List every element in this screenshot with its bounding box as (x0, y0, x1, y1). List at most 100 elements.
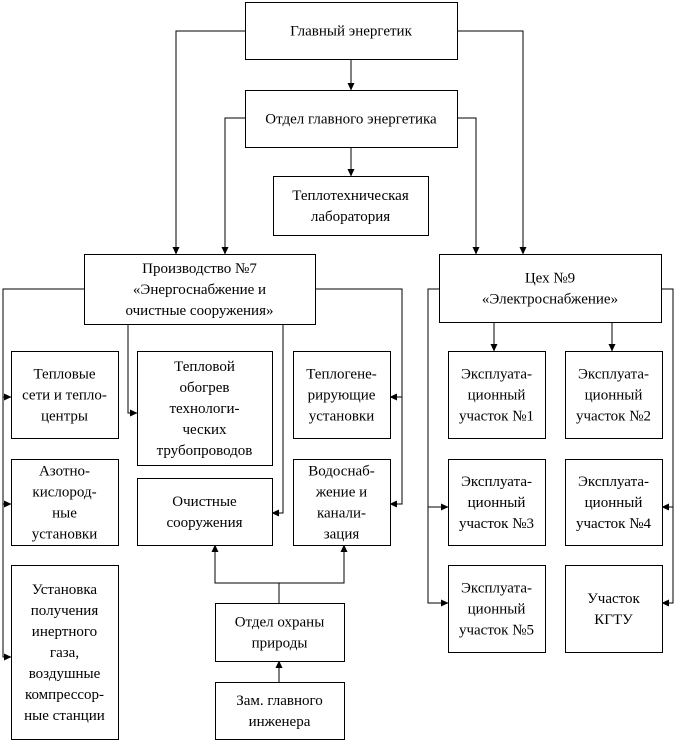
node-label-line: КГТУ (594, 612, 633, 628)
node-label-line: участок №4 (576, 516, 652, 532)
node-label-line: рирующие (308, 388, 376, 404)
node-label-line: «Электроснабжение» (482, 292, 618, 308)
node-label-line: «Энергоснабжение и (133, 282, 266, 298)
node-chief-energetic-dept: Отдел главного энергетика (245, 90, 458, 148)
node-label-line: Водоснаб- (308, 464, 375, 480)
edge-chief-energetic-to-workshop9 (457, 30, 527, 255)
node-label-line: Эксплуата- (461, 367, 532, 383)
node-box-kgtu (565, 565, 663, 653)
node-label-line: Тепловые (33, 367, 95, 383)
node-box-treatment (137, 478, 273, 546)
node-box-production7 (84, 254, 316, 325)
node-label-line: Тепловой (174, 359, 235, 375)
edge-production7-to-heat-generating (315, 288, 403, 401)
edge-env-protection-to-water-supply (279, 544, 348, 584)
node-label-line: ционный (468, 495, 526, 511)
edge-workshop9-to-site4 (661, 288, 674, 511)
node-label-line: Теплогене- (306, 367, 377, 383)
node-label-line: воздушные (29, 666, 101, 682)
edge-production7-to-water-supply (389, 397, 403, 508)
node-label-line: Азотно- (39, 464, 90, 480)
node-label-line: ционный (585, 388, 643, 404)
node-label-line: канали- (317, 506, 366, 522)
node-label-line: инертного (32, 624, 97, 640)
node-label-line: ные (52, 506, 77, 522)
node-water-supply: Водоснаб-жение и канали-зация (293, 459, 391, 546)
node-treatment: Очистные сооружения (137, 478, 273, 546)
node-label-line: Теплотехническая (292, 188, 409, 204)
node-label-line: сооружения (166, 515, 242, 531)
node-label-line: Производство №7 (142, 261, 257, 277)
node-label-line: Зам. главного (236, 693, 323, 709)
node-label-line: трубопроводов (157, 443, 253, 459)
node-box-inert-gas (11, 565, 119, 740)
node-label-line: участок №2 (576, 409, 651, 425)
node-label-line: ционный (585, 495, 643, 511)
node-label-line: ционный (468, 388, 526, 404)
node-label-line: Эксплуата- (461, 581, 532, 597)
edge-chief-energetic-dept-to-workshop9 (457, 117, 480, 255)
node-label-line: Отдел главного энергетика (265, 112, 437, 128)
node-box-deputy-engineer (215, 682, 345, 740)
node-workshop9: Цех №9 «Электроснабжение» (439, 254, 662, 323)
node-site4: Эксплуата-ционный участок №4 (565, 459, 663, 546)
node-inert-gas: Установка получения инертного газа, воздушны… (11, 565, 119, 740)
edge-production7-to-inert-gas (2, 504, 12, 661)
edge-production7-to-nitrogen-oxygen (2, 397, 12, 508)
node-box-site3 (448, 459, 546, 546)
node-label-line: центры (41, 409, 88, 425)
node-label-line: очистные сооружения» (126, 303, 274, 319)
node-label-line: ционный (468, 602, 526, 618)
node-label-line: Главный энергетик (290, 24, 412, 40)
edge-production7-to-heat-networks (2, 288, 84, 401)
node-label-line: технологи- (169, 401, 239, 417)
node-box-site2 (565, 351, 663, 439)
node-label-line: жение и (315, 485, 367, 501)
node-label-line: Цех №9 (525, 271, 575, 287)
node-site3: Эксплуата-ционный участок №3 (448, 459, 546, 546)
node-label-line: Отдел охраны (235, 615, 325, 631)
node-label-line: установки (32, 527, 97, 543)
node-box-env-protection (215, 603, 345, 662)
node-box-heat-networks (11, 351, 119, 439)
node-label-line: сети и тепло- (22, 388, 107, 404)
edge-workshop9-to-kgtu (661, 507, 674, 607)
node-box-pipeline-heating (137, 351, 273, 466)
node-label-line: участок №1 (459, 409, 534, 425)
node-chief-energetic: Главный энергетик (245, 2, 458, 60)
node-box-site4 (565, 459, 663, 546)
edge-production7-to-pipeline-heating (127, 324, 138, 417)
edge-workshop9-to-site5 (427, 507, 449, 607)
node-label-line: газа, (50, 645, 79, 661)
node-label-line: Установка (32, 582, 98, 598)
node-label-line: получения (31, 603, 99, 619)
node-label-line: зация (324, 527, 360, 543)
node-label-line: компрессор- (25, 687, 104, 703)
node-label-line: ные станции (24, 708, 105, 724)
edge-workshop9-to-site3 (427, 288, 449, 511)
node-box-site5 (448, 565, 546, 653)
node-label-line: участок №3 (459, 516, 534, 532)
node-box-workshop9 (439, 254, 662, 323)
node-label-line: Очистные (172, 494, 237, 510)
node-heat-networks: Тепловые сети и тепло-центры (11, 351, 119, 439)
edge-env-protection-to-treatment (211, 544, 280, 603)
edge-chief-energetic-dept-to-production7 (221, 117, 245, 255)
node-box-chief-energetic-dept (245, 90, 458, 148)
node-box-site1 (448, 351, 546, 439)
edge-chief-energetic-to-production7 (172, 30, 245, 255)
node-box-chief-energetic (245, 2, 458, 60)
node-label-line: Эксплуата- (461, 474, 532, 490)
node-production7: Производство №7 «Энергоснабжение и очистны… (84, 254, 316, 325)
node-box-heat-generating (293, 351, 391, 439)
node-label-line: Эксплуата- (578, 474, 649, 490)
